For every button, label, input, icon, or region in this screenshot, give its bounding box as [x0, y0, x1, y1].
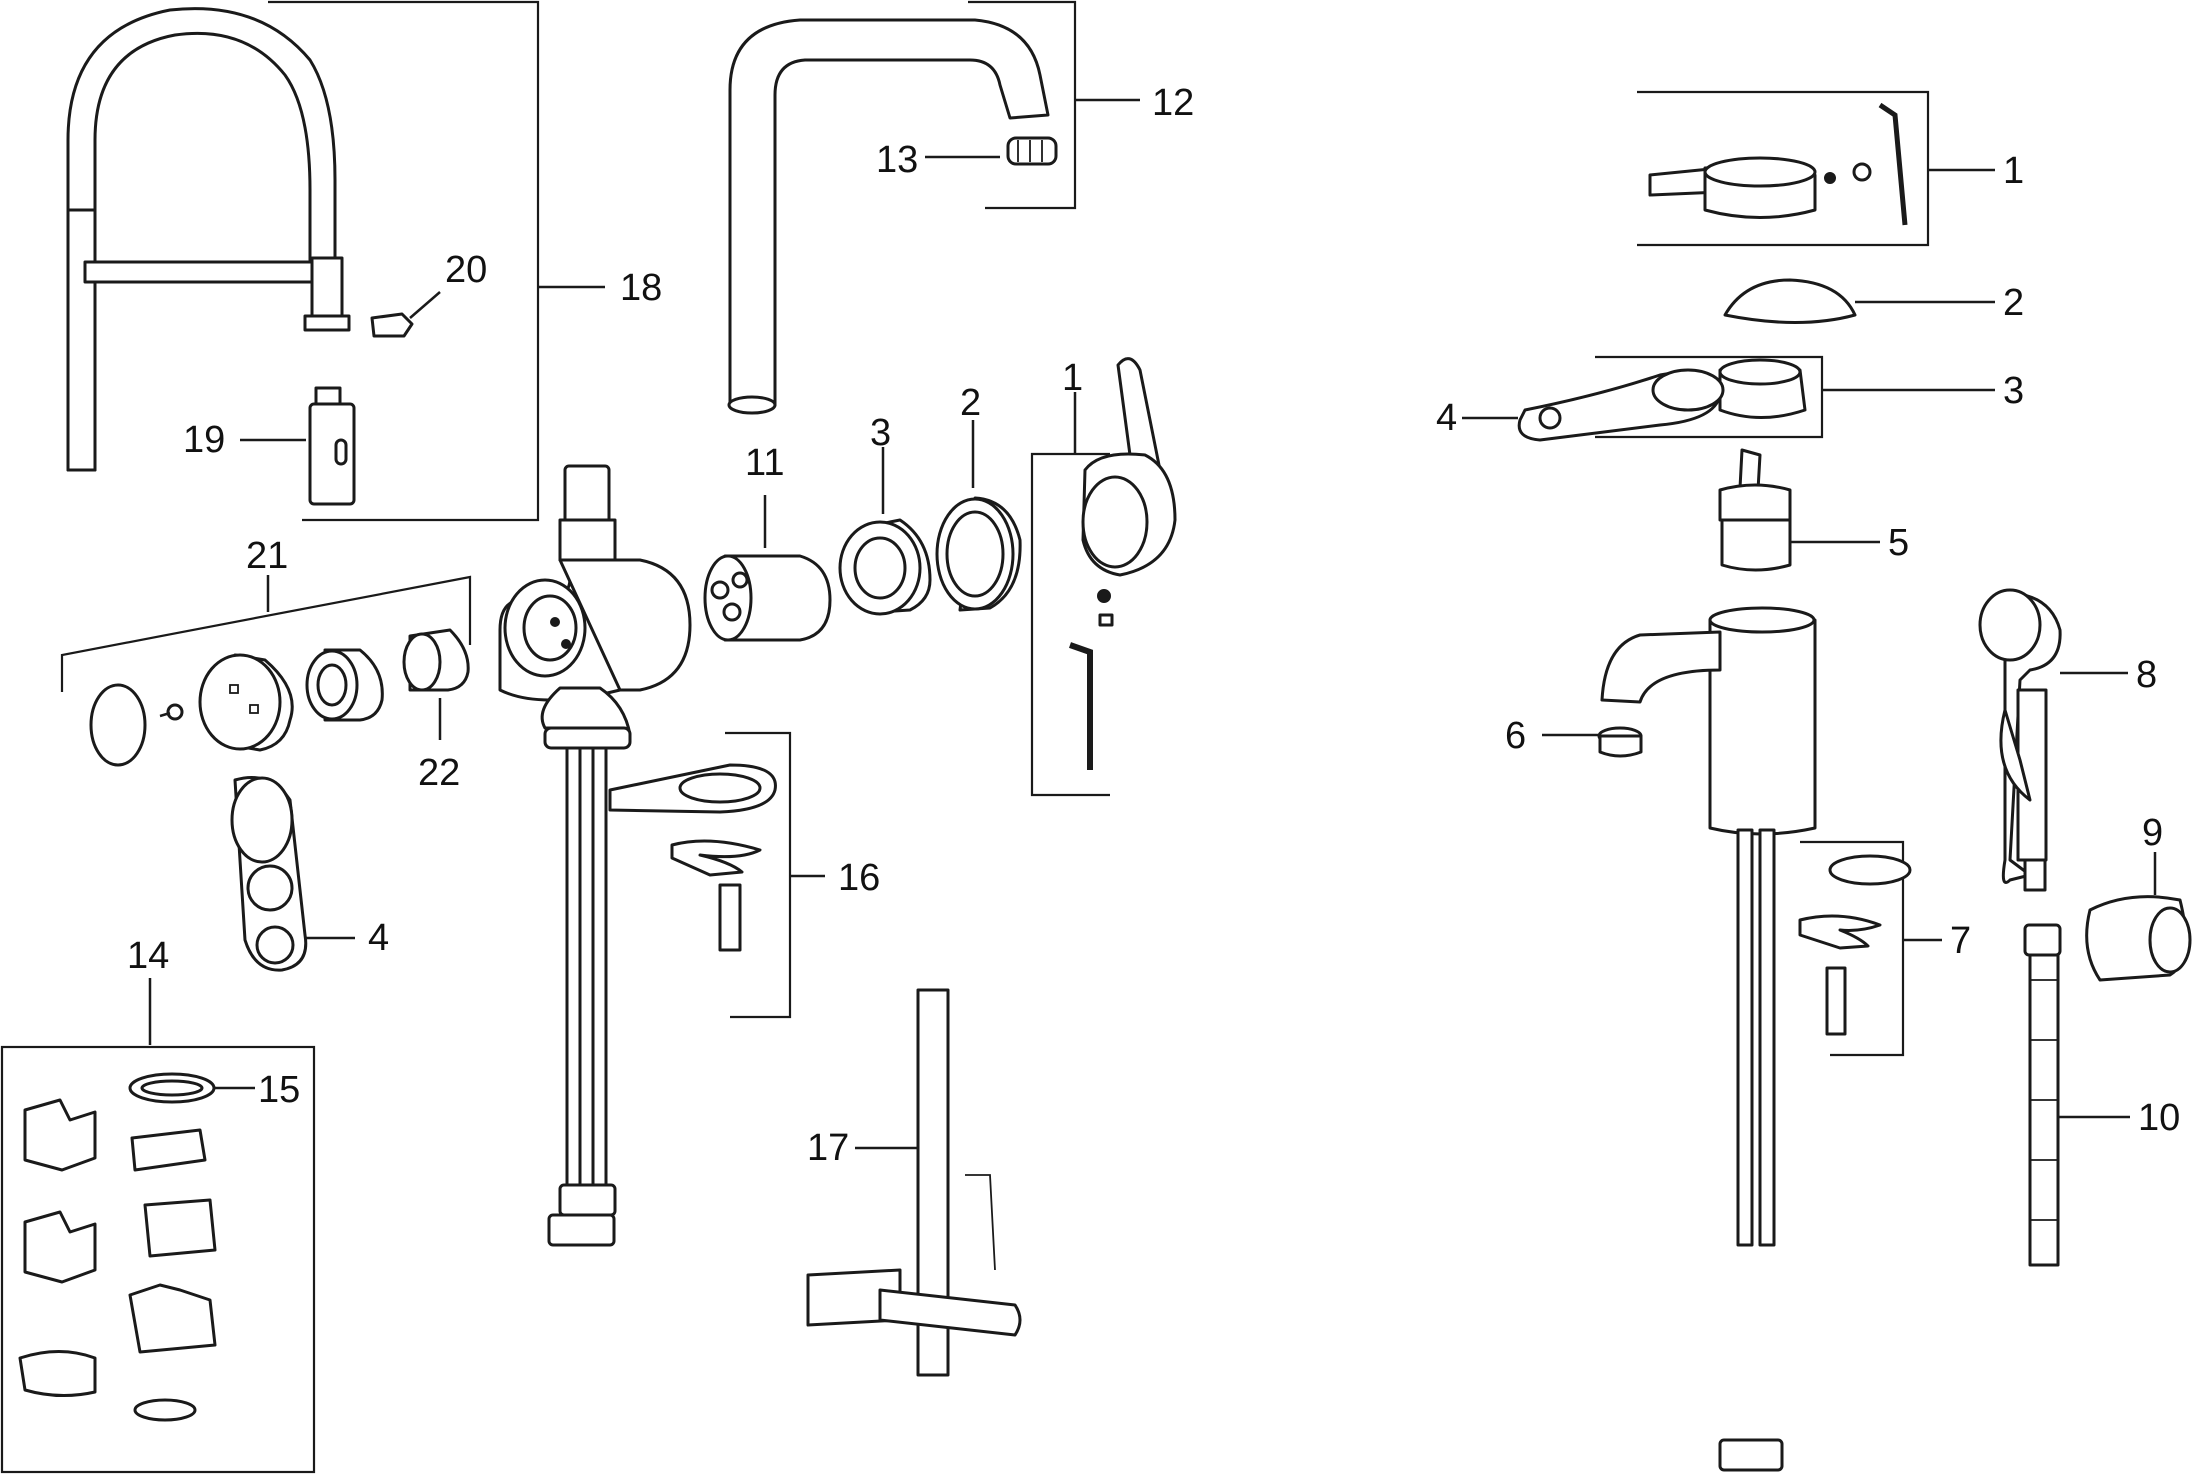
box-14 — [0, 1045, 316, 1474]
label-10: 10 — [2138, 1097, 2180, 1139]
nut-part-3-left — [838, 518, 932, 616]
label-11: 11 — [745, 442, 784, 484]
cartridge-part-5 — [1718, 448, 1792, 572]
label-19: 19 — [183, 419, 225, 461]
label-3-left: 3 — [870, 412, 891, 454]
mounting-bracket-part-16 — [608, 763, 777, 952]
bracket-12 — [968, 0, 1077, 210]
label-1-left: 1 — [1062, 357, 1083, 399]
cap-part-2-left — [935, 496, 1022, 612]
diverter-plate-part-21 — [198, 653, 294, 752]
label-21: 21 — [246, 535, 288, 577]
label-13: 13 — [876, 139, 918, 181]
label-18: 18 — [620, 267, 662, 309]
label-22: 22 — [418, 752, 460, 794]
lever-handle-part-1-right — [1648, 102, 1908, 226]
label-2-right: 2 — [2003, 282, 2024, 324]
bracket-18 — [268, 0, 540, 522]
diverter-cover-part-21 — [89, 683, 184, 767]
diverter-valve-part-22 — [402, 628, 470, 692]
lever-handle-part-1-left — [1069, 357, 1177, 770]
mounting-rod-part-17 — [806, 988, 1022, 1377]
label-4-left: 4 — [368, 917, 389, 959]
bracket-21 — [60, 575, 472, 692]
lever-part-4-right — [1517, 368, 1725, 442]
nut-part-3-right — [1718, 358, 1807, 419]
shower-hose-part-10 — [2023, 923, 2062, 1267]
label-17: 17 — [807, 1127, 849, 1169]
spray-head-part-19 — [308, 386, 356, 506]
aerator-part-13 — [1006, 136, 1058, 166]
o-ring-part-15 — [128, 1072, 216, 1104]
shower-holder-part-9 — [2085, 895, 2192, 982]
clip-kit-parts-14 — [18, 1098, 217, 1422]
label-14: 14 — [127, 935, 169, 977]
label-5: 5 — [1888, 522, 1909, 564]
label-16: 16 — [838, 857, 880, 899]
pulldown-spout-part-18 — [66, 7, 351, 472]
mounting-kit-part-7 — [1798, 854, 1912, 1036]
swivel-spout-part-12 — [727, 18, 1050, 415]
label-1-right: 1 — [2003, 150, 2024, 192]
label-12: 12 — [1152, 82, 1194, 124]
bracket-3-right — [1595, 355, 1824, 439]
label-6: 6 — [1505, 715, 1526, 757]
label-20: 20 — [445, 249, 487, 291]
diverter-insert-part-21 — [305, 648, 384, 722]
faucet-body — [498, 464, 692, 1247]
label-8: 8 — [2136, 654, 2157, 696]
clip-part-20 — [370, 312, 414, 338]
hand-shower-part-8 — [1978, 588, 2062, 892]
label-2-left: 2 — [960, 382, 981, 424]
lever-part-4-left — [230, 776, 308, 972]
label-9: 9 — [2142, 812, 2163, 854]
aerator-part-6 — [1597, 726, 1643, 758]
basin-mixer-body — [1600, 606, 1817, 1472]
bracket-7 — [1800, 840, 1905, 1057]
label-15: 15 — [258, 1069, 300, 1111]
bracket-1-right — [1637, 90, 1930, 247]
bracket-1-left — [1030, 452, 1110, 797]
label-3-right: 3 — [2003, 370, 2024, 412]
label-4-right: 4 — [1436, 397, 1457, 439]
cartridge-part-11 — [703, 554, 832, 642]
label-7: 7 — [1950, 920, 1971, 962]
cap-part-2-right — [1723, 278, 1857, 324]
